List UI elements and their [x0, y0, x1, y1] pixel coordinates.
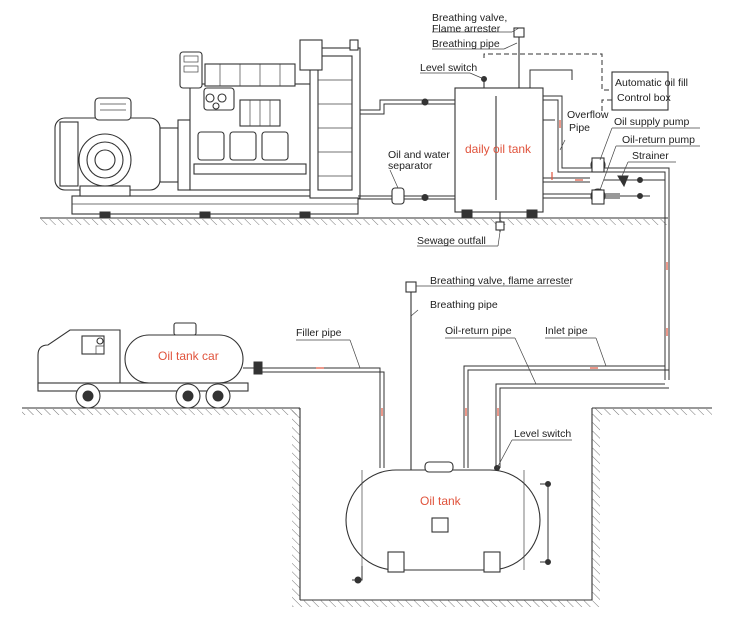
label-oil-return-pump: Oil-return pump	[622, 134, 695, 146]
label-overflow-1: Overflow	[567, 109, 609, 121]
flow-arrows	[316, 120, 668, 416]
upper-floor	[40, 217, 668, 225]
daily-oil-tank	[454, 27, 544, 232]
underground-breathing-pipe	[405, 281, 417, 470]
text-labels: Breathing valve, Flame arrester Breathin…	[158, 12, 695, 508]
return-and-inlet-pipes	[463, 365, 670, 468]
label-filler-pipe: Filler pipe	[296, 327, 342, 339]
engine-pipes	[358, 98, 455, 205]
label-inlet-pipe: Inlet pipe	[545, 325, 588, 337]
label-breathing-pipe-bottom: Breathing pipe	[430, 299, 498, 311]
label-breathing-pipe-top: Breathing pipe	[432, 38, 500, 50]
label-level-switch-top: Level switch	[420, 62, 477, 74]
label-oil-water-sep-1: Oil and water	[388, 149, 450, 161]
generator-set	[54, 39, 361, 219]
underground-oil-tank	[345, 461, 551, 584]
label-breathing-valve-bottom: Breathing valve, flame arrester	[430, 275, 573, 287]
label-sewage-outfall: Sewage outfall	[417, 235, 486, 247]
label-level-switch-bottom: Level switch	[514, 428, 571, 440]
label-oil-tank: Oil tank	[420, 494, 462, 508]
label-breathing-valve-top: Breathing valve,	[432, 12, 507, 24]
label-auto-oil-fill-1: Automatic oil fill	[615, 77, 688, 89]
label-oil-return-pipe: Oil-return pipe	[445, 325, 512, 337]
filler-pipe	[262, 367, 385, 468]
ground-and-pit	[22, 407, 712, 607]
pump-pipes	[529, 69, 670, 380]
oil-tank-car	[37, 322, 263, 409]
label-oil-supply-pump: Oil supply pump	[614, 116, 689, 128]
label-oil-water-sep-2: separator	[388, 160, 433, 172]
label-flame-arrester-top: Flame arrester	[432, 23, 501, 35]
leader-lines	[296, 27, 700, 469]
control-box	[483, 53, 669, 112]
label-overflow-2: Pipe	[569, 122, 590, 134]
label-strainer: Strainer	[632, 150, 669, 162]
label-oil-tank-car: Oil tank car	[158, 349, 219, 363]
label-daily-oil-tank: daily oil tank	[465, 142, 532, 156]
label-auto-oil-fill-2: Control box	[617, 92, 671, 104]
